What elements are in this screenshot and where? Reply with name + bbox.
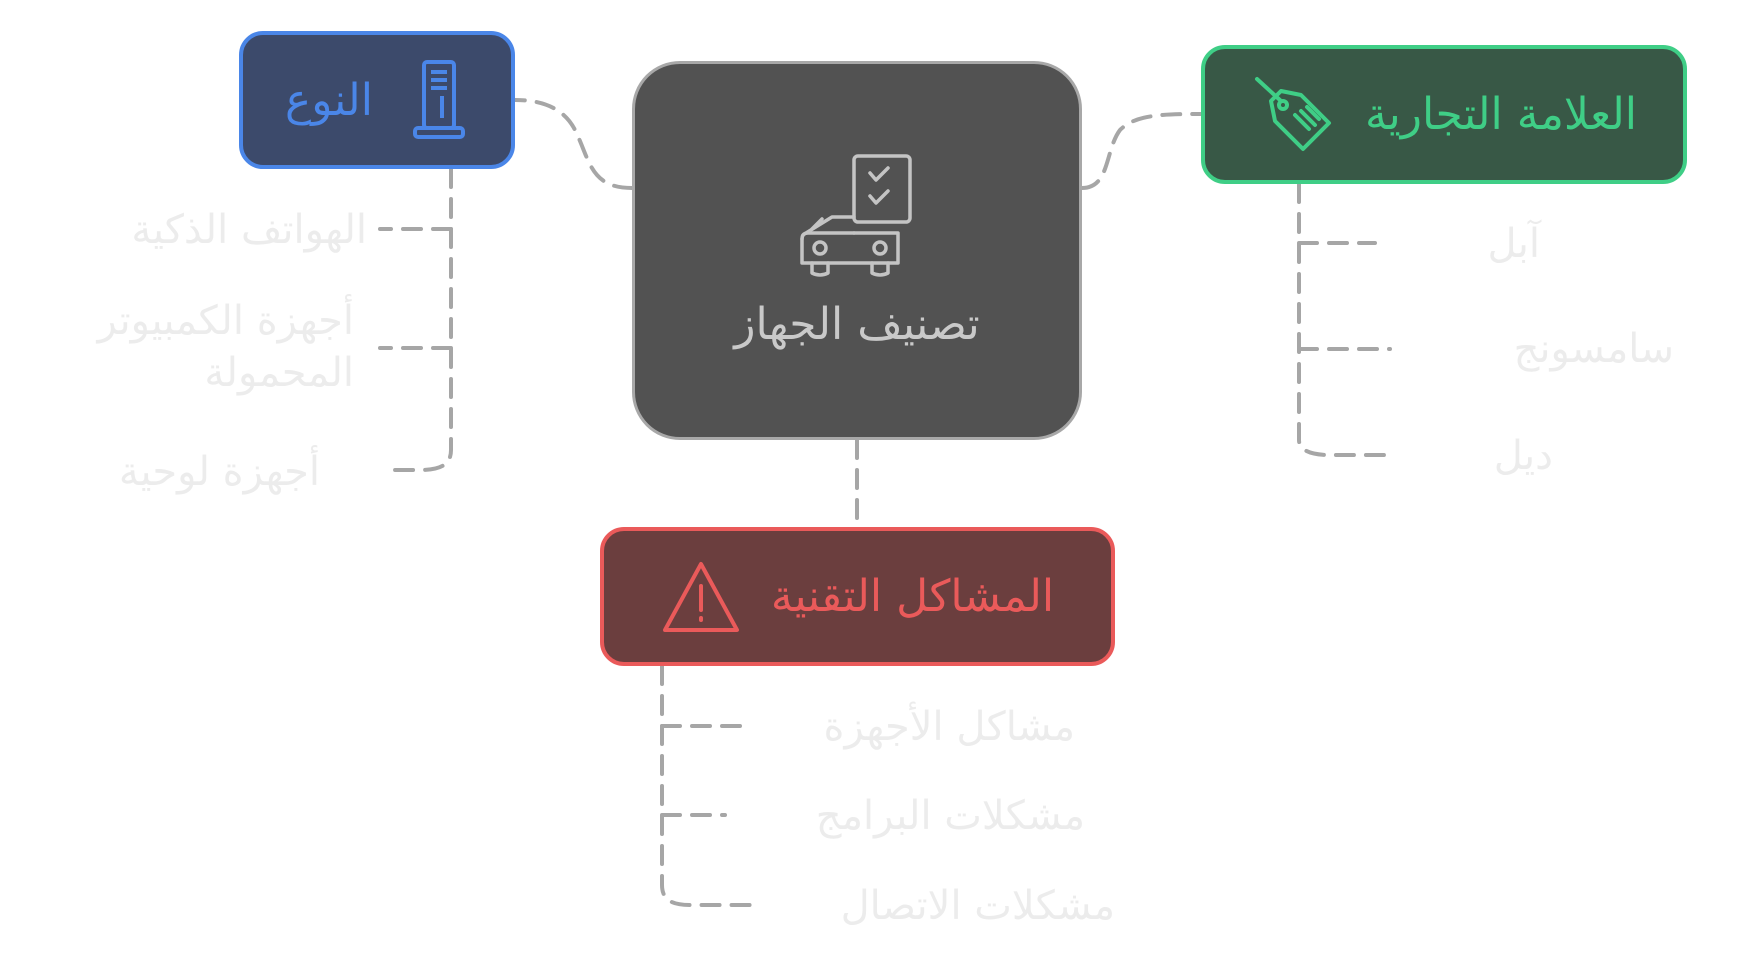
brand-node[interactable]: العلامة التجارية <box>1201 45 1687 184</box>
link-type-items <box>388 167 453 472</box>
link-brand-items <box>1297 182 1392 457</box>
issues-node[interactable]: المشاكل التقنية <box>600 527 1115 666</box>
car-checklist-icon <box>800 154 912 277</box>
price-tag-icon <box>1254 76 1331 151</box>
issues-item-software: مشكلات البرامج <box>815 793 1085 839</box>
issues-item-hardware: مشاكل الأجهزة <box>823 704 1075 750</box>
link-issues-items <box>660 664 752 907</box>
brand-item-dell: ديل <box>1493 433 1553 479</box>
brand-item-apple: آبل <box>1487 221 1540 267</box>
type-item-smartphones: الهواتف الذكية <box>131 207 367 253</box>
type-item-tablets: أجهزة لوحية <box>118 449 320 495</box>
link-center-type <box>513 98 634 190</box>
warning-triangle-icon <box>662 561 739 632</box>
center-title: تصنيف الجهاز <box>734 299 980 350</box>
type-node[interactable]: النوع <box>239 31 515 169</box>
type-item-laptops: أجهزة الكمبيوتر المحمولة <box>97 298 354 396</box>
issues-label: المشاكل التقنية <box>770 571 1055 622</box>
brand-item-samsung: سامسونج <box>1513 326 1674 372</box>
brand-label: العلامة التجارية <box>1364 89 1638 140</box>
type-label: النوع <box>285 74 373 126</box>
center-node[interactable]: تصنيف الجهاز <box>632 61 1082 440</box>
link-center-brand <box>1080 112 1203 190</box>
pc-tower-icon <box>412 60 465 139</box>
issues-item-connectivity: مشكلات الاتصال <box>840 883 1115 929</box>
